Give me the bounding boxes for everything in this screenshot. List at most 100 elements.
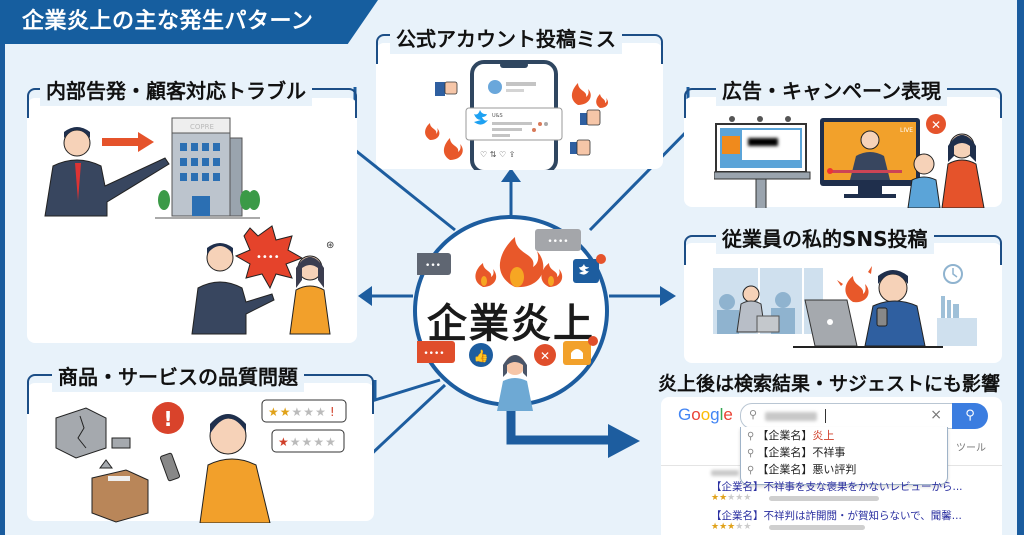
- svg-text:••••: ••••: [423, 349, 444, 359]
- broken-box-icon: [55, 407, 131, 469]
- star-icon: ★: [302, 435, 314, 449]
- review-bubble-2star: ★★★★★!: [261, 399, 347, 423]
- star-icon: ★: [290, 435, 302, 449]
- arrow-up: [501, 168, 521, 182]
- live-badge: LIVE: [900, 127, 913, 134]
- clear-icon[interactable]: ×: [930, 407, 942, 423]
- svg-text:••••: ••••: [547, 237, 568, 247]
- blurred-query: [765, 412, 817, 421]
- building-sign: COPRE: [190, 123, 214, 131]
- google-logo: Google: [678, 405, 733, 424]
- thumbs-down-icon: [435, 81, 458, 96]
- thumbs-down-icon: [570, 139, 591, 156]
- product-quality-illustration: ! ★★★★★! ★★★★★: [55, 399, 347, 523]
- arrow-right-icon: [102, 132, 154, 152]
- search-result-title[interactable]: 【企業名】不祥判は詐開閲・が賀知らないで、聞馨...: [711, 510, 962, 522]
- person-icon: [497, 355, 533, 411]
- building-icon: COPRE: [155, 117, 260, 219]
- twitter-icon: [474, 110, 488, 125]
- search-results-mock: Google ⚲ × ⚲ ツール ⚲【企業名】炎上 ⚲【企業名】不祥事 ⚲【企業…: [661, 397, 1002, 535]
- thumbs-up-icon: [580, 109, 601, 126]
- star-icon: ★: [313, 435, 325, 449]
- svg-text:✕: ✕: [931, 118, 941, 132]
- arrow-to-search-head: [608, 424, 640, 458]
- comment-bubble-icon: ••••: [535, 229, 581, 251]
- billboard-icon: [714, 116, 811, 208]
- star-icon: ★: [735, 522, 744, 532]
- suggest-dropdown: ⚲【企業名】炎上 ⚲【企業名】不祥事 ⚲【企業名】悪い評判: [740, 427, 948, 485]
- avatar-icon: [488, 80, 502, 94]
- star-icon: ★: [743, 522, 752, 532]
- panel-title-search-impact: 炎上後は検索結果・サジェストにも影響: [658, 373, 1001, 395]
- svg-text:•••: •••: [425, 261, 441, 271]
- star-icon: ★: [711, 493, 720, 503]
- search-icon: ⚲: [965, 408, 975, 423]
- svg-text:👍: 👍: [474, 349, 489, 363]
- star-icon: ★: [727, 522, 736, 532]
- dislike-x-icon: ✕: [534, 344, 556, 366]
- laptop-icon: [793, 299, 943, 348]
- suggest-item[interactable]: ⚲【企業名】炎上: [747, 429, 835, 442]
- alert-speech-icon: !: [152, 402, 184, 434]
- star-icon: ★: [278, 435, 290, 449]
- star-icon: ★: [292, 405, 304, 419]
- text-cursor: [825, 409, 826, 423]
- complaint-x-icon: ✕: [926, 114, 946, 134]
- panel-title-ad-campaign: 広告・キャンペーン表現: [716, 76, 947, 106]
- star-icon: ★: [735, 493, 744, 503]
- coworker-icon: [736, 285, 780, 333]
- svg-text:!: !: [163, 407, 172, 431]
- star-icon: ★: [719, 522, 728, 532]
- angry-speech-icon: ••••: [234, 225, 304, 290]
- tweet-handle: U&S: [492, 113, 503, 119]
- tv-icon: LIVE: [820, 118, 920, 198]
- star-icon: ★: [727, 493, 736, 503]
- upset-woman: ⊛: [289, 240, 334, 335]
- arrow-right: [660, 286, 676, 306]
- suggest-item[interactable]: ⚲【企業名】悪い評判: [747, 463, 857, 476]
- man-pointing: [44, 127, 170, 217]
- tools-label[interactable]: ツール: [956, 443, 986, 454]
- twitter-bubble-icon: [573, 254, 606, 283]
- comment-bubble-icon: •••: [417, 253, 451, 275]
- connector-quality: [373, 378, 441, 403]
- svg-text:••••: ••••: [256, 252, 280, 263]
- employee-icon: [864, 270, 926, 347]
- star-icon: ★: [268, 405, 280, 419]
- svg-text:✕: ✕: [540, 349, 550, 363]
- search-button[interactable]: ⚲: [952, 403, 988, 429]
- result-rating: ★★★★★: [711, 522, 751, 532]
- svg-text:★★★★★!: ★★★★★!: [268, 405, 336, 419]
- worried-customer-icon: [159, 414, 271, 523]
- employee-sns-illustration: [713, 264, 977, 348]
- search-input[interactable]: ⚲ ×: [740, 403, 955, 429]
- star-icon: ★: [325, 435, 337, 449]
- result-rating: ★★★★★: [711, 493, 751, 503]
- star-icon: ★: [719, 493, 728, 503]
- center-label: 企業炎上: [427, 301, 595, 347]
- whistleblower-illustration: COPRE •••• ⊛: [44, 117, 334, 335]
- star-icon: ★: [280, 405, 292, 419]
- family-icon: [907, 133, 985, 208]
- star-icon: ★: [711, 522, 720, 532]
- svg-text:♡ ⇅ ♡ ⇪: ♡ ⇅ ♡ ⇪: [480, 150, 515, 159]
- suggest-item[interactable]: ⚲【企業名】不祥事: [747, 446, 846, 459]
- search-icon: ⚲: [749, 408, 758, 421]
- arrow-left: [358, 286, 372, 306]
- fire-icon: [425, 83, 608, 160]
- star-icon: ★: [303, 405, 315, 419]
- svg-text:★★★★★: ★★★★★: [278, 435, 337, 449]
- blurred-url: [711, 470, 739, 476]
- search-result-title[interactable]: 【企業名】不祥事を支な褒果をかないレビューから...: [711, 481, 963, 493]
- arrow-to-search: [506, 405, 610, 445]
- star-icon: ★: [315, 405, 327, 419]
- page-title: 企業炎上の主な発生パターン: [0, 0, 378, 44]
- panel-title-internal-whistle: 内部告発・顧客対応トラブル: [40, 76, 312, 106]
- ad-illustration: LIVE ✕: [714, 114, 985, 208]
- review-bubble-1star: ★★★★★: [271, 429, 345, 453]
- fire-icon: [837, 266, 872, 303]
- panel-title-product-quality: 商品・サービスの品質問題: [52, 362, 304, 392]
- svg-text:⊛: ⊛: [326, 240, 334, 251]
- star-icon: ★: [743, 493, 752, 503]
- panel-title-employee-sns: 従業員の私的SNS投稿: [716, 224, 934, 254]
